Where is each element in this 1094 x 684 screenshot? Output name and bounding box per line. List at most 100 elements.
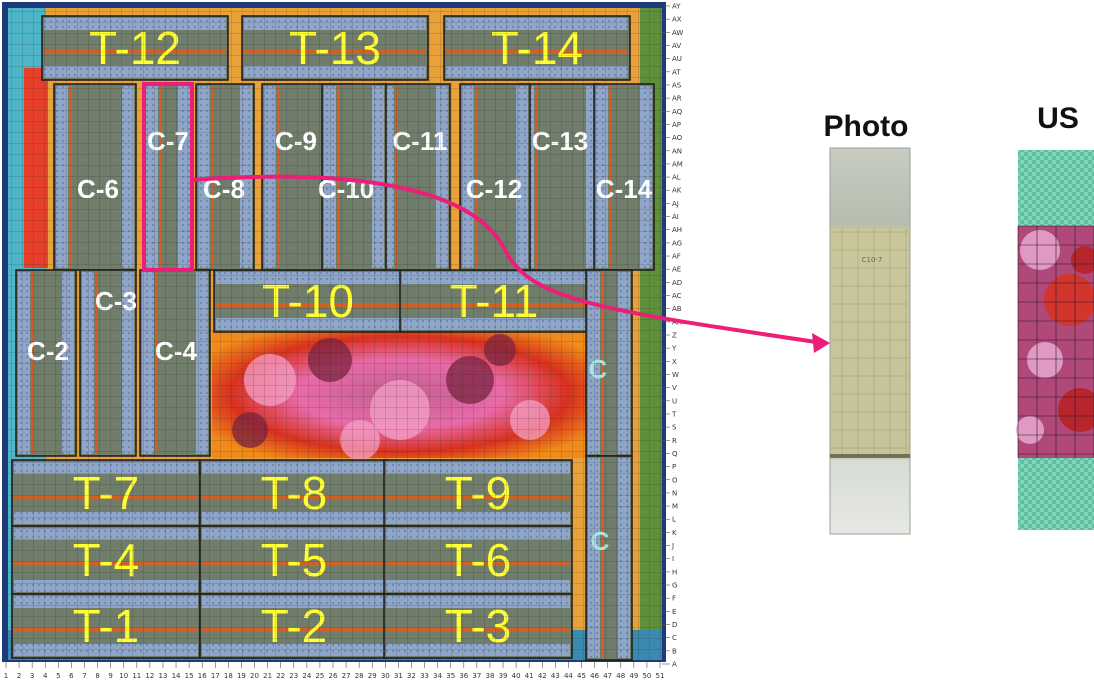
col-label: 6 [69, 672, 74, 680]
us-title: US [1037, 102, 1079, 135]
row-label: W [672, 371, 679, 379]
connector-arrowhead [812, 333, 830, 353]
row-label: I [672, 555, 674, 563]
row-label: AH [672, 226, 682, 234]
col-label: 40 [512, 672, 521, 680]
row-label: AD [672, 279, 682, 287]
us-spot [1058, 388, 1094, 432]
col-label: 26 [329, 672, 338, 680]
col-label: 37 [472, 672, 481, 680]
col-label: 8 [95, 672, 99, 680]
col-label: 43 [551, 672, 560, 680]
row-label: AS [672, 81, 682, 89]
row-label: AP [672, 121, 681, 129]
row-label: F [672, 595, 676, 603]
row-label: AF [672, 253, 681, 261]
col-label: 22 [276, 672, 285, 680]
row-label: Y [671, 345, 677, 353]
col-label: 11 [132, 672, 141, 680]
col-label: 46 [590, 672, 599, 680]
row-label: S [672, 424, 677, 432]
c7-highlight-box [142, 82, 194, 272]
col-label: 44 [564, 672, 573, 680]
row-label: AC [672, 292, 682, 300]
row-label: AR [672, 95, 682, 103]
row-label: AQ [672, 108, 683, 116]
row-label: L [672, 516, 676, 524]
row-label: AL [672, 174, 681, 182]
col-label: 51 [656, 672, 665, 680]
us-spot [1020, 230, 1060, 270]
col-label: 34 [433, 672, 442, 680]
row-label: AM [672, 160, 683, 168]
panel-axes: AYAXAWAVAUATASARAQAPAOANAMALAKAJAIAHAGAF… [4, 3, 684, 681]
row-label: A [672, 661, 677, 669]
photo-specimen-tag: C10-7 [862, 256, 883, 264]
us-spot [1071, 246, 1094, 274]
row-label: AV [672, 42, 681, 50]
row-label: O [672, 476, 678, 484]
panel-grid [8, 8, 662, 660]
col-label: 29 [368, 672, 377, 680]
col-label: 2 [17, 672, 21, 680]
row-label: AU [672, 55, 682, 63]
col-label: 10 [119, 672, 128, 680]
col-label: 23 [289, 672, 298, 680]
col-label: 41 [525, 672, 534, 680]
col-label: 12 [145, 672, 154, 680]
photo-title: Photo [824, 110, 909, 143]
row-label: B [672, 647, 677, 655]
col-label: 5 [56, 672, 60, 680]
row-label: Z [672, 332, 677, 340]
row-label: X [672, 358, 677, 366]
row-label: AK [672, 187, 682, 195]
us-spot [1027, 342, 1063, 378]
col-label: 20 [250, 672, 259, 680]
col-label: 24 [302, 672, 311, 680]
row-label: V [672, 384, 677, 392]
col-label: 1 [4, 672, 8, 680]
col-label: 25 [315, 672, 324, 680]
row-label: E [672, 608, 676, 616]
col-label: 14 [172, 672, 181, 680]
row-label: J [671, 542, 674, 550]
col-label: 31 [394, 672, 403, 680]
us-grid [1017, 225, 1094, 458]
us-spot [1016, 416, 1044, 444]
row-label: AB [672, 305, 682, 313]
row-label: AX [672, 16, 682, 24]
panel-contour-map: T-12T-13T-14T-10T-11T-7T-8T-9T-4T-5T-6T-… [2, 2, 666, 662]
col-label: 33 [420, 672, 429, 680]
row-label: P [672, 463, 676, 471]
col-label: 21 [263, 672, 272, 680]
row-label: K [672, 529, 677, 537]
highlight-overlay [142, 82, 830, 353]
row-label: T [671, 410, 677, 418]
col-label: 7 [82, 672, 86, 680]
col-label: 19 [237, 672, 246, 680]
col-label: 15 [185, 672, 194, 680]
col-label: 48 [616, 672, 625, 680]
col-label: 4 [43, 672, 48, 680]
row-label: AJ [672, 200, 679, 208]
row-label: AE [672, 266, 681, 274]
row-label: AT [672, 68, 681, 76]
col-label: 50 [642, 672, 651, 680]
col-label: 3 [30, 672, 34, 680]
connector-arrow-line [191, 174, 817, 344]
row-label: AW [672, 29, 683, 37]
col-label: 35 [446, 672, 455, 680]
col-label: 30 [381, 672, 390, 680]
us-section: US [1016, 102, 1094, 530]
col-label: 9 [108, 672, 112, 680]
col-label: 28 [355, 672, 364, 680]
row-label: M [672, 503, 678, 511]
row-label: AI [672, 213, 679, 221]
row-label: U [672, 397, 677, 405]
photo-grid-lines [832, 228, 908, 456]
col-label: 18 [224, 672, 233, 680]
col-label: 16 [198, 672, 207, 680]
row-label: N [672, 489, 677, 497]
col-label: 39 [499, 672, 508, 680]
